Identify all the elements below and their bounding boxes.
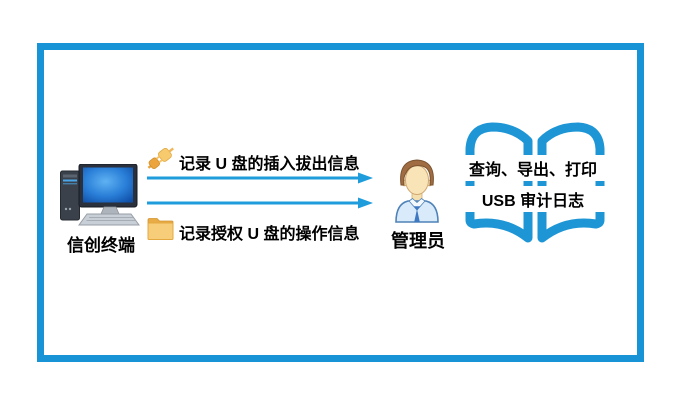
audit-book-line2: USB 审计日志 [459,186,607,212]
audit-book-line1: 查询、导出、打印 [459,155,607,181]
person-icon [395,159,439,223]
flow-1-label: 记录 U 盘的插入拔出信息 [179,156,360,173]
flow-arrow-2 [147,197,373,209]
flow-2-label: 记录授权 U 盘的操作信息 [179,226,360,243]
diagram-frame [37,43,644,362]
terminal-label: 信创终端 [67,236,135,255]
folder-icon [147,218,174,240]
desktop-computer-icon [60,164,140,226]
usb-plug-icon [147,147,174,169]
open-book-icon [465,122,605,243]
flow-arrow-1 [147,172,373,184]
admin-label: 管理员 [391,231,445,251]
